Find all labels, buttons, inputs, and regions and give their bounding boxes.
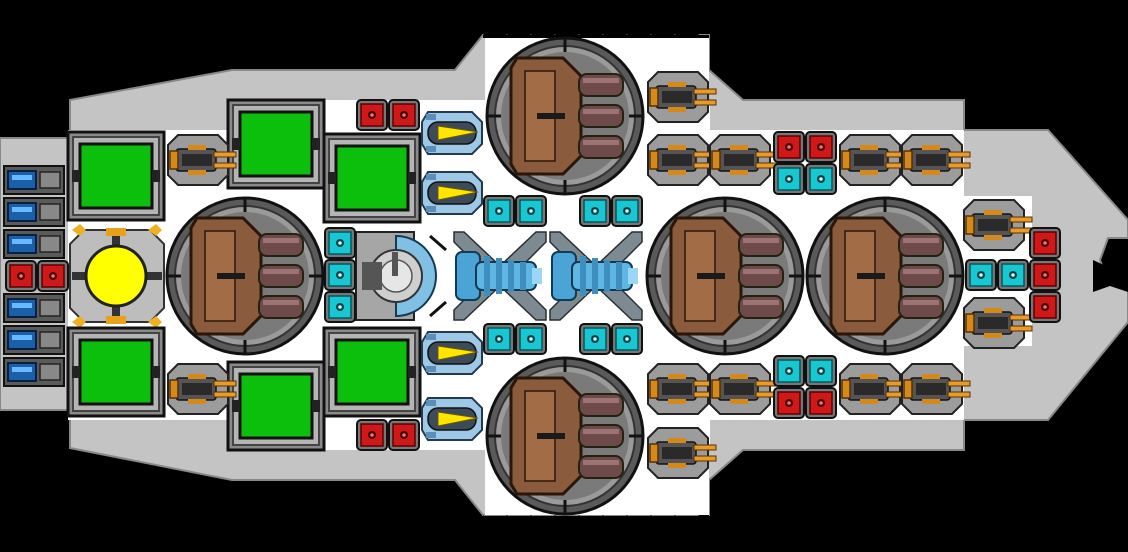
cyan-module[interactable] [579,323,611,355]
command-pod[interactable] [355,231,447,321]
hull-teeth-bottom [483,515,709,552]
cyan-module[interactable] [324,259,356,291]
cyan-module[interactable] [324,291,356,323]
red-module[interactable] [773,387,805,419]
red-module[interactable] [5,260,37,292]
cyan-module[interactable] [965,259,997,291]
storage-bay[interactable] [66,326,166,418]
gun-mount[interactable] [963,297,1033,349]
thruster[interactable] [3,325,65,355]
red-module[interactable] [388,99,420,131]
gun-mount[interactable] [901,363,971,415]
cyan-module[interactable] [483,323,515,355]
thruster[interactable] [3,197,65,227]
rail-turret[interactable] [485,36,645,196]
gun-mount[interactable] [901,134,971,186]
red-module[interactable] [805,387,837,419]
hull-notch [1093,260,1128,292]
cyan-module[interactable] [515,195,547,227]
rail-turret[interactable] [485,356,645,516]
thruster[interactable] [3,357,65,387]
storage-bay[interactable] [322,132,422,224]
missile-rack[interactable] [421,171,483,215]
cyan-module[interactable] [483,195,515,227]
storage-bay[interactable] [226,360,326,452]
gun-mount[interactable] [647,71,717,123]
rail-turret[interactable] [165,196,325,356]
cyan-module[interactable] [611,323,643,355]
missile-rack[interactable] [421,397,483,441]
gun-mount[interactable] [647,427,717,479]
cyan-module[interactable] [611,195,643,227]
storage-bay[interactable] [226,98,326,190]
gun-mount[interactable] [709,134,779,186]
missile-rack[interactable] [421,111,483,155]
cyan-module[interactable] [997,259,1029,291]
hull-teeth-top [483,20,709,38]
storage-bay[interactable] [66,130,166,222]
gun-mount[interactable] [647,363,717,415]
rail-turret[interactable] [645,196,805,356]
thruster[interactable] [3,229,65,259]
cyan-module[interactable] [324,227,356,259]
thruster[interactable] [3,293,65,323]
gun-mount[interactable] [167,363,237,415]
cyan-module[interactable] [773,355,805,387]
cyan-module[interactable] [515,323,547,355]
thruster[interactable] [3,165,65,195]
red-module[interactable] [388,419,420,451]
storage-bay[interactable] [322,326,422,418]
reactor-core[interactable] [69,224,165,328]
gun-mount[interactable] [963,199,1033,251]
cyan-module[interactable] [579,195,611,227]
rail-turret[interactable] [805,196,965,356]
red-module[interactable] [37,260,69,292]
gun-mount[interactable] [167,134,237,186]
gun-mount[interactable] [709,363,779,415]
red-module[interactable] [1029,259,1061,291]
red-module[interactable] [773,131,805,163]
gun-mount[interactable] [839,134,909,186]
red-module[interactable] [1029,227,1061,259]
cyan-module[interactable] [805,163,837,195]
red-module[interactable] [356,99,388,131]
red-module[interactable] [356,419,388,451]
red-module[interactable] [1029,291,1061,323]
cyan-module[interactable] [805,355,837,387]
gun-mount[interactable] [647,134,717,186]
cyan-module[interactable] [773,163,805,195]
missile-rack[interactable] [421,331,483,375]
red-module[interactable] [805,131,837,163]
gun-mount[interactable] [839,363,909,415]
